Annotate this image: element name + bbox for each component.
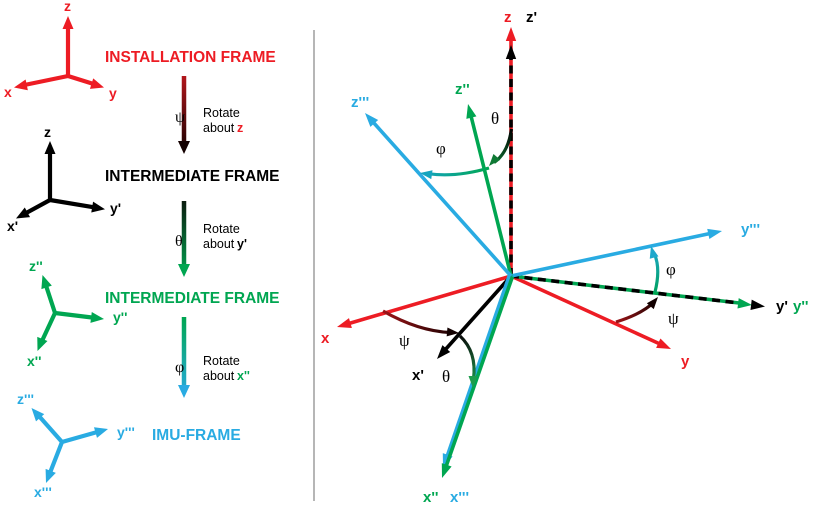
theta-arc-bottom [458, 334, 478, 388]
y-arrowhead [91, 201, 105, 213]
label-phi-right: φ [666, 260, 676, 279]
about-axis-3: x'' [237, 369, 250, 383]
label-x-prime: x' [412, 367, 424, 384]
z-arrowhead [44, 141, 56, 154]
axis-label-z: z [64, 0, 71, 14]
label-y-tprime: y''' [741, 221, 760, 238]
down-arrowhead [178, 141, 190, 154]
arc-arrowhead [420, 170, 433, 180]
intermediate1-frame-axes: z x' y' [7, 124, 121, 234]
phi-arc-left [420, 166, 490, 180]
axis-label-z: z [44, 124, 51, 140]
rotation-arrow-psi [178, 76, 190, 154]
x-arrowhead [16, 207, 31, 219]
label-x-tprime: x''' [450, 489, 469, 506]
x-arrowhead [337, 318, 352, 329]
label-y: y [681, 353, 690, 370]
intermediate2-frame-axes: z'' y'' x'' [27, 258, 127, 369]
axis-label-y: y''' [117, 424, 135, 440]
arc-arrowhead [489, 153, 501, 166]
installation-frame-axes: z x y [4, 0, 117, 101]
y-arrowhead [90, 311, 104, 323]
psi-symbol: ψ [175, 109, 185, 126]
axis-label-z: z''' [17, 391, 34, 407]
label-y-prime: y' [776, 298, 788, 315]
phi-arc-right [649, 246, 660, 293]
down-arrowhead [178, 385, 190, 398]
z-arrowhead [505, 27, 517, 41]
axis-label-y: y [109, 85, 117, 101]
axis-label-x: x''' [34, 484, 52, 500]
axis-label-z: z'' [29, 258, 43, 274]
axis-label-x: x' [7, 218, 18, 234]
axis-label-x: x [4, 84, 12, 100]
phi-symbol: φ [175, 359, 184, 376]
theta-symbol: θ [175, 233, 183, 250]
z-arrowhead [62, 16, 74, 29]
label-x-dprime: x'' [423, 489, 438, 506]
about-axis-2: y' [237, 237, 247, 251]
rotation-arrow-phi [178, 317, 190, 398]
label-psi-left: ψ [399, 331, 410, 350]
imu-frame-axes: z''' y''' x''' [17, 391, 135, 500]
z-arrowhead [41, 275, 52, 290]
about-text-2: about [203, 237, 235, 251]
y-arrowhead [656, 338, 671, 349]
rotate-text-1: Rotate [203, 106, 240, 120]
label-theta-top: θ [491, 109, 499, 128]
z-prime-arrowhead [505, 45, 517, 59]
rotate-text-2: Rotate [203, 222, 240, 236]
intermediate1-frame-title: INTERMEDIATE FRAME [105, 168, 280, 185]
label-z-dprime: z'' [455, 81, 470, 98]
rotation-arrow-theta [178, 201, 190, 277]
label-z-tprime: z''' [351, 94, 369, 111]
intermediate2-frame-title: INTERMEDIATE FRAME [105, 290, 280, 307]
axis-label-y: y'' [113, 309, 127, 325]
z-dprime-arrowhead [466, 104, 477, 119]
about-axis-1: z [237, 121, 243, 135]
x-dprime-arrowhead [441, 463, 452, 478]
x-arrowhead [37, 336, 48, 351]
label-theta-bottom: θ [442, 367, 450, 386]
psi-arc-left [382, 309, 459, 337]
label-z-prime: z' [526, 9, 537, 26]
about-text-3: about [203, 369, 235, 383]
arc-arrowhead [446, 327, 459, 337]
label-psi-right: ψ [668, 309, 679, 328]
arc-arrowhead [468, 376, 478, 388]
arc-arrowhead [646, 297, 658, 310]
combined-frames-diagram: z z' z'' z''' θ φ y''' φ y' y'' ψ y x ψ … [321, 9, 808, 506]
x-prime-arrowhead [437, 345, 451, 359]
label-z: z [504, 9, 512, 26]
label-phi-left: φ [436, 139, 446, 158]
z-arrowhead [31, 408, 45, 422]
arc-arrowhead [649, 246, 659, 259]
z-tprime-arrowhead [365, 113, 379, 127]
y-arrowhead [89, 78, 104, 89]
about-text-1: about [203, 121, 235, 135]
axis-label-x: x'' [27, 353, 41, 369]
label-x: x [321, 330, 330, 347]
axis-label-y: y' [110, 200, 121, 216]
y-tprime-arrowhead [707, 228, 722, 239]
y-prime-arrowhead [750, 299, 765, 311]
y-arrowhead [93, 427, 108, 438]
rotate-text-3: Rotate [203, 354, 240, 368]
theta-arc-top [489, 128, 514, 166]
x-arrowhead [14, 79, 28, 91]
installation-frame-title: INSTALLATION FRAME [105, 49, 276, 66]
imu-frame-title: IMU-FRAME [152, 427, 241, 444]
x-arrowhead [45, 468, 56, 483]
down-arrowhead [178, 264, 190, 277]
y-dprime-arrowhead [737, 298, 752, 309]
psi-arc-right [615, 297, 658, 324]
label-y-dprime: y'' [793, 298, 808, 315]
